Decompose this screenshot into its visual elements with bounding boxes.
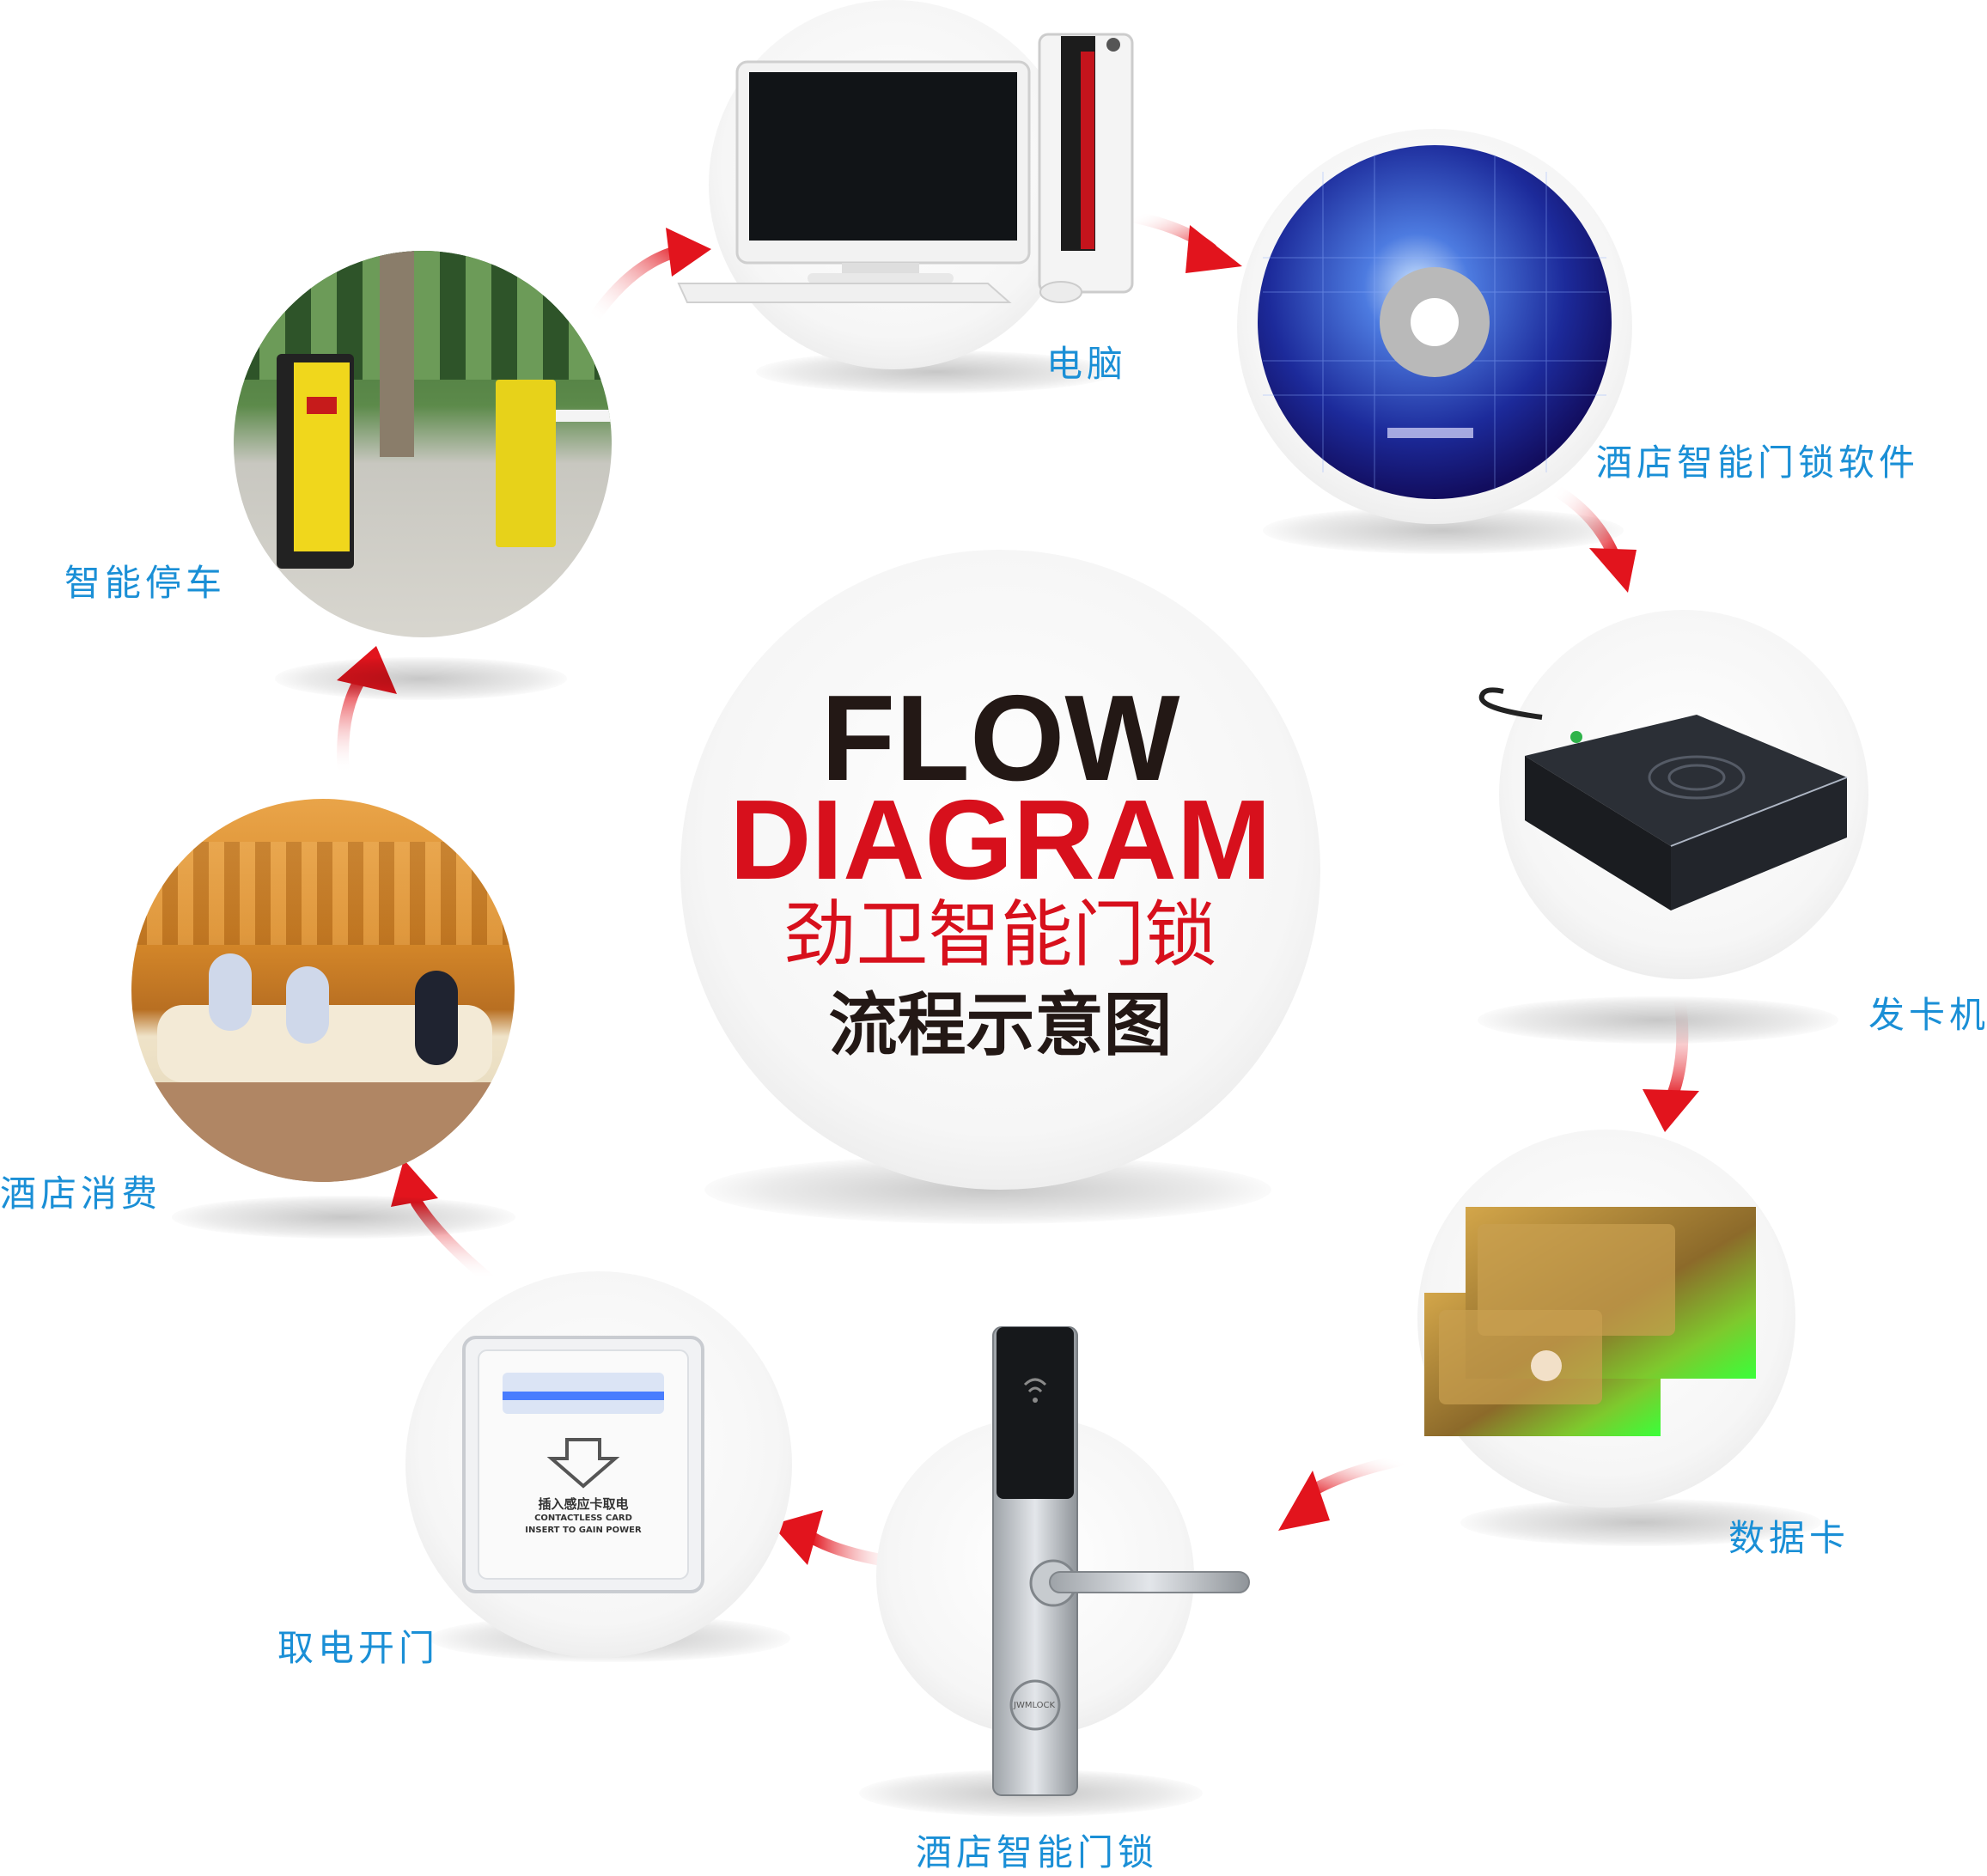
lounge-shadow bbox=[172, 1196, 515, 1239]
center-disc: FLOW DIAGRAM 劲卫智能门锁 流程示意图 bbox=[680, 550, 1320, 1190]
switch-text-en1: CONTACTLESS CARD bbox=[534, 1514, 632, 1523]
parking-barrier-photo bbox=[234, 251, 612, 637]
switch-text-cn: 插入感应卡取电 bbox=[538, 1496, 629, 1512]
arrowhead-software-to-issuer bbox=[1589, 548, 1637, 593]
arrowhead-lounge-to-parking bbox=[337, 646, 397, 694]
label-card-issuer: 发卡机 bbox=[1868, 994, 1987, 1036]
label-software: 酒店智能门锁软件 bbox=[1596, 442, 1920, 484]
label-computer: 电脑 bbox=[1046, 343, 1128, 385]
subtitle-brand: 劲卫智能门锁 bbox=[783, 892, 1217, 977]
arrow-lounge-to-parking bbox=[337, 673, 367, 779]
arrowhead-computer-to-software bbox=[1185, 225, 1242, 273]
parking-shadow bbox=[275, 657, 567, 700]
subtitle-desc: 流程示意图 bbox=[828, 985, 1173, 1065]
label-smart-parking: 智能停车 bbox=[64, 562, 227, 604]
arrowhead-issuer-to-card bbox=[1643, 1089, 1699, 1132]
issuer-shadow bbox=[1478, 996, 1838, 1044]
hotel-lounge-photo bbox=[131, 799, 515, 1182]
label-data-card: 数据卡 bbox=[1728, 1517, 1850, 1559]
title-flow: FLOW bbox=[820, 670, 1180, 807]
label-hotel-spending: 酒店消费 bbox=[0, 1172, 162, 1215]
arrowhead-card-to-lock bbox=[1278, 1471, 1330, 1531]
switch-text-en2: INSERT TO GAIN POWER bbox=[525, 1526, 642, 1535]
arrow-switch-to-lounge bbox=[411, 1197, 496, 1286]
lock-brand-text: JWMLOCK bbox=[1014, 1701, 1056, 1710]
label-power-switch: 取电开门 bbox=[277, 1627, 440, 1669]
arrowhead-lock-to-switch bbox=[771, 1510, 823, 1565]
title-diagram: DIAGRAM bbox=[729, 777, 1271, 903]
card-shadow bbox=[1460, 1499, 1821, 1546]
arrowhead-parking-to-computer bbox=[666, 228, 711, 277]
arrow-issuer-to-card bbox=[1665, 990, 1689, 1106]
